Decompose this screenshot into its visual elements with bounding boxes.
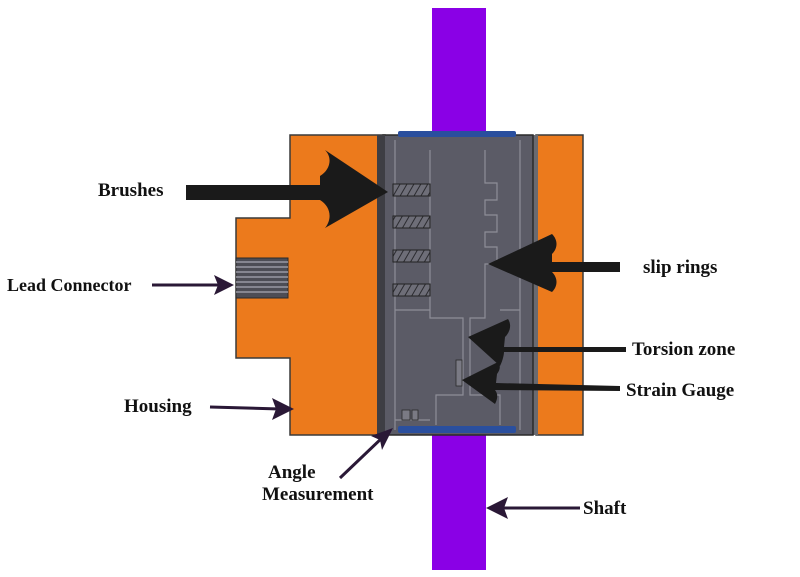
label-shaft: Shaft bbox=[583, 498, 627, 519]
bottom-ring-band bbox=[398, 426, 516, 433]
housing-leader bbox=[209, 398, 294, 420]
brush-set bbox=[392, 183, 431, 297]
label-angle-measurement: Angle Measurement bbox=[262, 462, 374, 506]
strain-gauge-arrow bbox=[462, 362, 620, 404]
top-ring-band bbox=[398, 131, 516, 137]
slip-rings-arrow bbox=[488, 234, 620, 292]
pointer-arrows bbox=[186, 150, 626, 404]
shaft-leader bbox=[486, 497, 580, 519]
label-housing: Housing bbox=[124, 396, 192, 417]
torsion-zone-arrow bbox=[468, 319, 626, 366]
label-lead-connector: Lead Connector bbox=[7, 275, 132, 295]
label-torsion-zone: Torsion zone bbox=[632, 339, 736, 360]
label-strain-gauge: Strain Gauge bbox=[626, 380, 735, 401]
angle-measurement-leader bbox=[338, 428, 393, 480]
lead-connector-leader bbox=[152, 275, 234, 295]
label-angle-line2: Measurement bbox=[262, 484, 374, 505]
label-slip-rings: slip rings bbox=[643, 257, 718, 278]
lead-connector bbox=[235, 257, 289, 299]
strain-gauge-element bbox=[455, 359, 463, 387]
label-brushes: Brushes bbox=[98, 180, 164, 201]
label-angle-line1: Angle bbox=[268, 462, 316, 483]
leader-arrows bbox=[152, 275, 580, 519]
brushes-arrow bbox=[186, 150, 388, 228]
